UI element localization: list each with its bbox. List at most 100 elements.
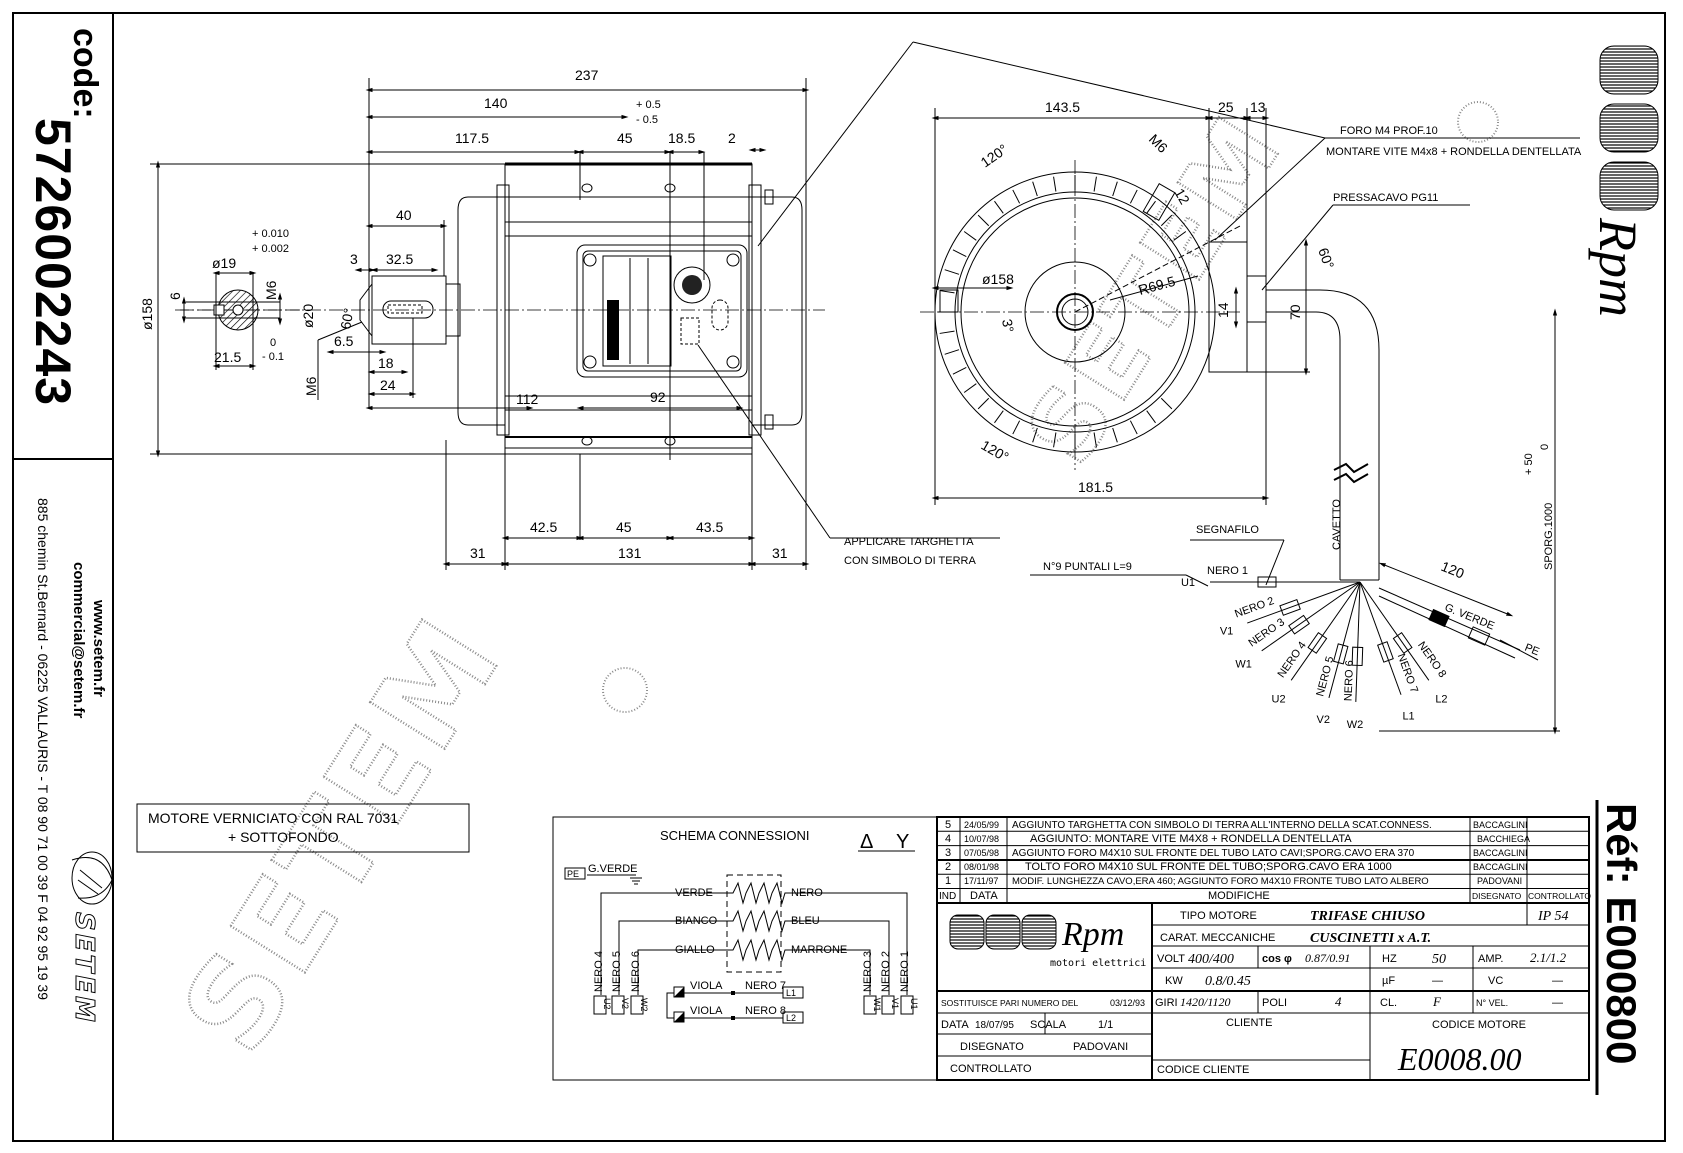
dim-12: 12 [1171,186,1193,208]
schema-left-lead: NERO 6 [630,951,642,992]
wire-lead [1261,581,1361,652]
delta-symbol: Δ [860,831,873,853]
wire-lead [1359,581,1402,695]
tipo-value: TRIFASE CHIUSO [1310,909,1425,924]
code-label: code: [66,28,104,119]
scala-label: SCALA [1030,1019,1067,1031]
tol-minus-01: - 0.1 [262,351,284,363]
wire-lead [1359,581,1430,681]
wire-label: NERO 6 [1343,660,1356,701]
dim-tol-plus: + 0.5 [636,99,661,111]
dim-32-5: 32.5 [386,251,413,267]
dim-143-5: 143.5 [1045,99,1080,115]
wire-terminal-label: U1 [1181,577,1195,589]
dim-14: 14 [1215,302,1231,318]
tol-plus-0002: + 0.002 [252,243,289,255]
dim-31-left: 31 [470,545,486,561]
cooling-fin [1053,176,1057,192]
codice-cliente-label: CODICE CLIENTE [1157,1064,1249,1076]
earth-label-note-2: CON SIMBOLO DI TERRA [844,555,976,567]
kw-label: KW [1165,975,1183,987]
winding-coil [618,909,890,995]
cable-inner [1266,311,1341,580]
dim-45-top: 45 [617,130,633,146]
svg-text:BACCHIEGA: BACCHIEGA [1477,834,1530,844]
svg-text:17/11/97: 17/11/97 [964,876,998,886]
company-address: 885 chemin St.Bernard - 06225 VALLAURIS … [35,498,51,1000]
email-link[interactable]: commercial@setem.fr [70,562,87,719]
dim-117-5: 117.5 [455,130,489,146]
rpm-logo-icon [949,914,1057,950]
segnafilo-label: SEGNAFILO [1196,524,1259,536]
sporg-label: SPORG.1000 [1543,503,1555,570]
dim-43-5: 43.5 [696,519,723,535]
amp-value: 2.1/1.2 [1530,950,1567,965]
end-cap-rear [752,196,803,426]
wire-terminal-label: V1 [1220,626,1233,638]
dim-d158-front: ø158 [982,271,1014,287]
scala-value: 1/1 [1098,1019,1113,1031]
wire-label: NERO 4 [1276,640,1309,680]
pe-lead-label: PE [1523,642,1541,659]
wire-marker-sleeve [1279,599,1301,616]
pressacavo-note: PRESSACAVO PG11 [1333,192,1438,204]
cooling-fin [1129,420,1138,435]
montare-note: MONTARE VITE M4x8 + RONDELLA DENTELLATA [1326,146,1582,158]
thermal-viola-1: VIOLA [690,980,723,992]
wire-marker-sleeve [1288,614,1310,635]
dim-2: 2 [728,130,736,146]
website-link[interactable]: www.setem.fr [90,599,107,697]
data-value: 18/07/95 [975,1020,1014,1031]
giri-label: GIRI [1155,997,1178,1009]
dim-120: 120 [1439,558,1467,582]
foro-note: FORO M4 PROF.10 [1340,125,1438,137]
wire-label: NERO 8 [1415,640,1448,680]
wire-label: NERO 2 [1233,595,1276,620]
dim-d20: ø20 [300,304,316,328]
cl-label: CL. [1380,997,1397,1009]
dim-112: 112 [516,391,539,407]
schema-title: SCHEMA CONNESSIONI [660,828,810,843]
dim-13: 13 [1250,99,1266,115]
sporg-tol-zero: 0 [1539,444,1551,450]
setem-brand-text: SETEM [69,912,99,1025]
star-symbol: Y [896,831,909,853]
wire-terminal-label: V2 [1317,714,1330,726]
side-view: 237 140 + 0.5 - 0.5 117.5 45 18.5 2 ø158… [139,41,1326,570]
kw-value: 0.8/0.45 [1205,974,1251,989]
wire-terminal-label: W1 [1235,658,1252,670]
cable-gland-icon [673,266,711,304]
svg-text:DATA: DATA [970,890,998,902]
thermal-nero-7: NERO 7 [745,980,786,992]
schema-pe: PE [567,869,579,879]
cavetto-label: CAVETTO [1331,499,1343,550]
volt-label: VOLT [1157,953,1185,965]
angle-3: 3° [999,318,1017,334]
cable-outer [1266,289,1380,580]
wire-terminal-label: L2 [1435,693,1447,705]
setem-logo-icon [71,851,113,905]
cooling-fin [952,249,967,258]
terminal-v1: V1 [890,998,900,1009]
carat-value: CUSCINETTI x A.T. [1310,931,1431,946]
thread-m6: M6 [303,376,319,396]
terminal-u2: U2 [602,998,612,1010]
cooling-fin [952,366,967,375]
wire-marker-sleeve [1392,632,1413,654]
dim-42-5: 42.5 [530,519,557,535]
schema-right-lead: NERO 1 [899,951,911,992]
dim-d158-side: ø158 [139,298,155,330]
schema-right-color: MARRONE [791,944,847,956]
codice-motore-value: E0008.00 [1397,1041,1522,1077]
sostituisce-date: 03/12/93 [1110,998,1145,1008]
wire-marker-sleeve [1351,646,1364,667]
svg-text:BACCAGLINI: BACCAGLINI [1473,848,1528,858]
tipo-label: TIPO MOTORE [1180,910,1257,922]
svg-text:10/07/98: 10/07/98 [964,834,999,844]
amp-label: AMP. [1478,953,1503,965]
wire-lead [1355,581,1361,702]
left-panel: code: 5726002243 www.setem.fr commercial… [25,28,113,1025]
